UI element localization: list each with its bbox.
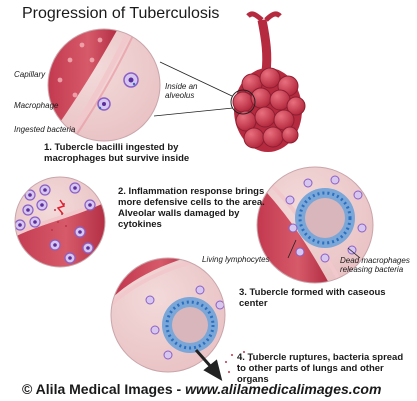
label-inside-alveolus: Inside an alveolus (165, 82, 198, 100)
footer-url[interactable]: www.alilamedicalimages.com (185, 381, 382, 397)
step-1-caption: 1. Tubercle bacilli ingested by macropha… (44, 142, 190, 164)
step-2-caption: 2. Inflammation response brings more def… (118, 186, 265, 230)
panel-1-alveolus (47, 28, 161, 142)
step-4-caption: 4. Tubercle ruptures, bacteria spread to… (237, 352, 404, 385)
macrophage-cell (97, 72, 139, 111)
footer-credit: © Alila Medical Images - www.alilamedica… (22, 381, 381, 397)
footer-brand: © Alila Medical Images (22, 381, 173, 397)
label-macrophage: Macrophage (14, 101, 59, 110)
diagram-title: Progression of Tuberculosis (22, 5, 220, 22)
panel-4-rupture (110, 257, 251, 382)
footer-separator: - (176, 381, 182, 397)
label-capillary: Capillary (14, 70, 46, 79)
panel-2-inflammation (14, 176, 106, 268)
label-dead-macrophages: Dead macrophages releasing bacteria (340, 256, 410, 274)
step-3-caption: 3. Tubercle formed with caseous center (239, 287, 386, 309)
label-ingested-bacteria: Ingested bacteria (14, 125, 76, 134)
panel-3-tubercle (256, 166, 374, 284)
label-living-lymphocytes: Living lymphocytes (202, 255, 270, 264)
lung-lobule (153, 11, 306, 152)
